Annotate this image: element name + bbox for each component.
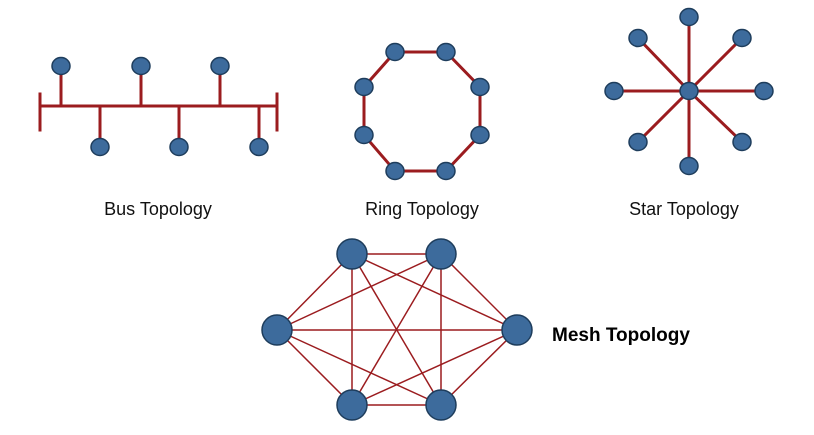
- bus-nodes: [51, 56, 269, 157]
- mesh-link: [351, 253, 518, 331]
- star-node: [679, 156, 699, 176]
- star-node: [732, 28, 752, 48]
- mesh-link: [276, 329, 353, 406]
- star-node: [679, 7, 699, 27]
- star-link: [686, 35, 745, 94]
- bus-node: [51, 56, 71, 76]
- bus-node: [210, 56, 230, 76]
- mesh-node: [425, 238, 457, 270]
- star-link: [635, 35, 692, 94]
- mesh-nodes: [261, 238, 533, 421]
- bus-node: [249, 137, 269, 157]
- star-link: [686, 88, 745, 145]
- mesh-link: [440, 253, 518, 331]
- mesh-link: [276, 253, 353, 331]
- ring-node: [436, 161, 456, 181]
- bus-topology: [38, 64, 279, 149]
- ring-node: [354, 77, 374, 97]
- star-node: [754, 81, 774, 101]
- mesh-link: [351, 329, 518, 406]
- star-node: [732, 132, 752, 152]
- mesh-topology-label: Mesh Topology: [552, 325, 690, 346]
- mesh-link: [276, 253, 442, 331]
- ring-topology-label: Ring Topology: [365, 199, 479, 219]
- ring-node: [385, 42, 405, 62]
- mesh-node: [425, 389, 457, 421]
- star-link: [635, 88, 692, 145]
- ring-node: [470, 77, 490, 97]
- bus-node: [90, 137, 110, 157]
- star-nodes: [604, 7, 774, 176]
- star-node: [604, 81, 624, 101]
- star-topology: [612, 15, 766, 168]
- bus-node: [131, 56, 151, 76]
- ring-node: [385, 161, 405, 181]
- bus-node: [169, 137, 189, 157]
- mesh-node: [336, 238, 368, 270]
- ring-node: [436, 42, 456, 62]
- star-topology-label: Star Topology: [629, 199, 739, 219]
- ring-link: [362, 50, 482, 173]
- mesh-node: [336, 389, 368, 421]
- mesh-node: [261, 314, 293, 346]
- mesh-node: [501, 314, 533, 346]
- mesh-link: [276, 329, 442, 406]
- ring-node: [470, 125, 490, 145]
- star-node: [628, 28, 648, 48]
- star-hub-node: [679, 81, 699, 101]
- ring-nodes: [354, 42, 490, 181]
- mesh-link: [440, 329, 518, 406]
- ring-node: [354, 125, 374, 145]
- ring-topology: [362, 50, 482, 173]
- bus-topology-label: Bus Topology: [104, 199, 212, 219]
- star-node: [628, 132, 648, 152]
- mesh-topology: [276, 253, 518, 406]
